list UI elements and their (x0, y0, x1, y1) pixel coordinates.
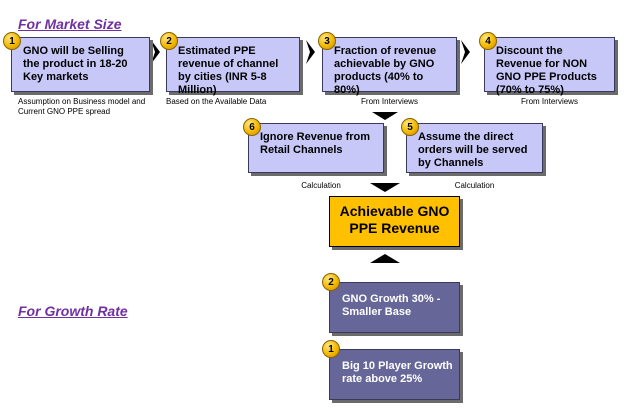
result-text: Achievable GNO PPE Revenue (339, 203, 450, 236)
step-1-text: GNO will be Selling the product in 18-20… (23, 45, 128, 83)
result-box: Achievable GNO PPE Revenue (329, 196, 460, 247)
step-4-note: From Interviews (521, 97, 578, 106)
arrow-up-from-growth (370, 254, 400, 263)
step-2-note: Based on the Available Data (166, 97, 267, 106)
growth-1-text: Big 10 Player Growth rate above 25% (342, 360, 453, 385)
growth-2-badge: 2 (322, 273, 340, 291)
arrow-down-to-row2 (372, 112, 398, 120)
step-2-badge: 2 (160, 32, 178, 50)
arrow-down-to-result (370, 183, 400, 192)
step-3-box: Fraction of revenue achievable by GNO pr… (322, 37, 457, 96)
step-1-badge: 1 (3, 32, 21, 50)
step-1-box: GNO will be Selling the product in 18-20… (11, 37, 150, 92)
arrow-right-1-2 (151, 40, 160, 64)
step-5-note: Calculation (454, 181, 495, 190)
step-1-note: Assumption on Business model and Current… (18, 97, 146, 116)
step-3-text: Fraction of revenue achievable by GNO pr… (334, 45, 437, 96)
step-3-note: From Interviews (361, 97, 418, 106)
step-6-note: Calculation (301, 181, 341, 190)
step-4-badge: 4 (479, 32, 497, 50)
step-2-box: Estimated PPE revenue of channel by citi… (166, 37, 300, 96)
step-4-box: Discount the Revenue for NON GNO PPE Pro… (484, 37, 615, 96)
arrow-right-3-4 (461, 40, 470, 64)
step-4-text: Discount the Revenue for NON GNO PPE Pro… (496, 45, 597, 96)
market-size-heading: For Market Size (18, 16, 122, 32)
step-2-text: Estimated PPE revenue of channel by citi… (178, 45, 279, 96)
step-5-badge: 5 (401, 118, 419, 136)
growth-rate-heading: For Growth Rate (18, 303, 128, 319)
step-5-box: Assume the direct orders will be served … (406, 123, 543, 173)
step-6-box: Ignore Revenue from Retail Channels (248, 123, 384, 173)
step-6-badge: 6 (243, 118, 261, 136)
growth-1-box: Big 10 Player Growth rate above 25% (329, 349, 460, 400)
step-5-text: Assume the direct orders will be served … (418, 131, 528, 169)
arrow-right-2-3 (306, 40, 315, 64)
step-3-badge: 3 (318, 32, 336, 50)
growth-2-box: GNO Growth 30% - Smaller Base (329, 282, 460, 333)
step-6-text: Ignore Revenue from Retail Channels (260, 131, 371, 156)
growth-2-text: GNO Growth 30% - Smaller Base (342, 293, 441, 318)
growth-1-badge: 1 (322, 340, 340, 358)
